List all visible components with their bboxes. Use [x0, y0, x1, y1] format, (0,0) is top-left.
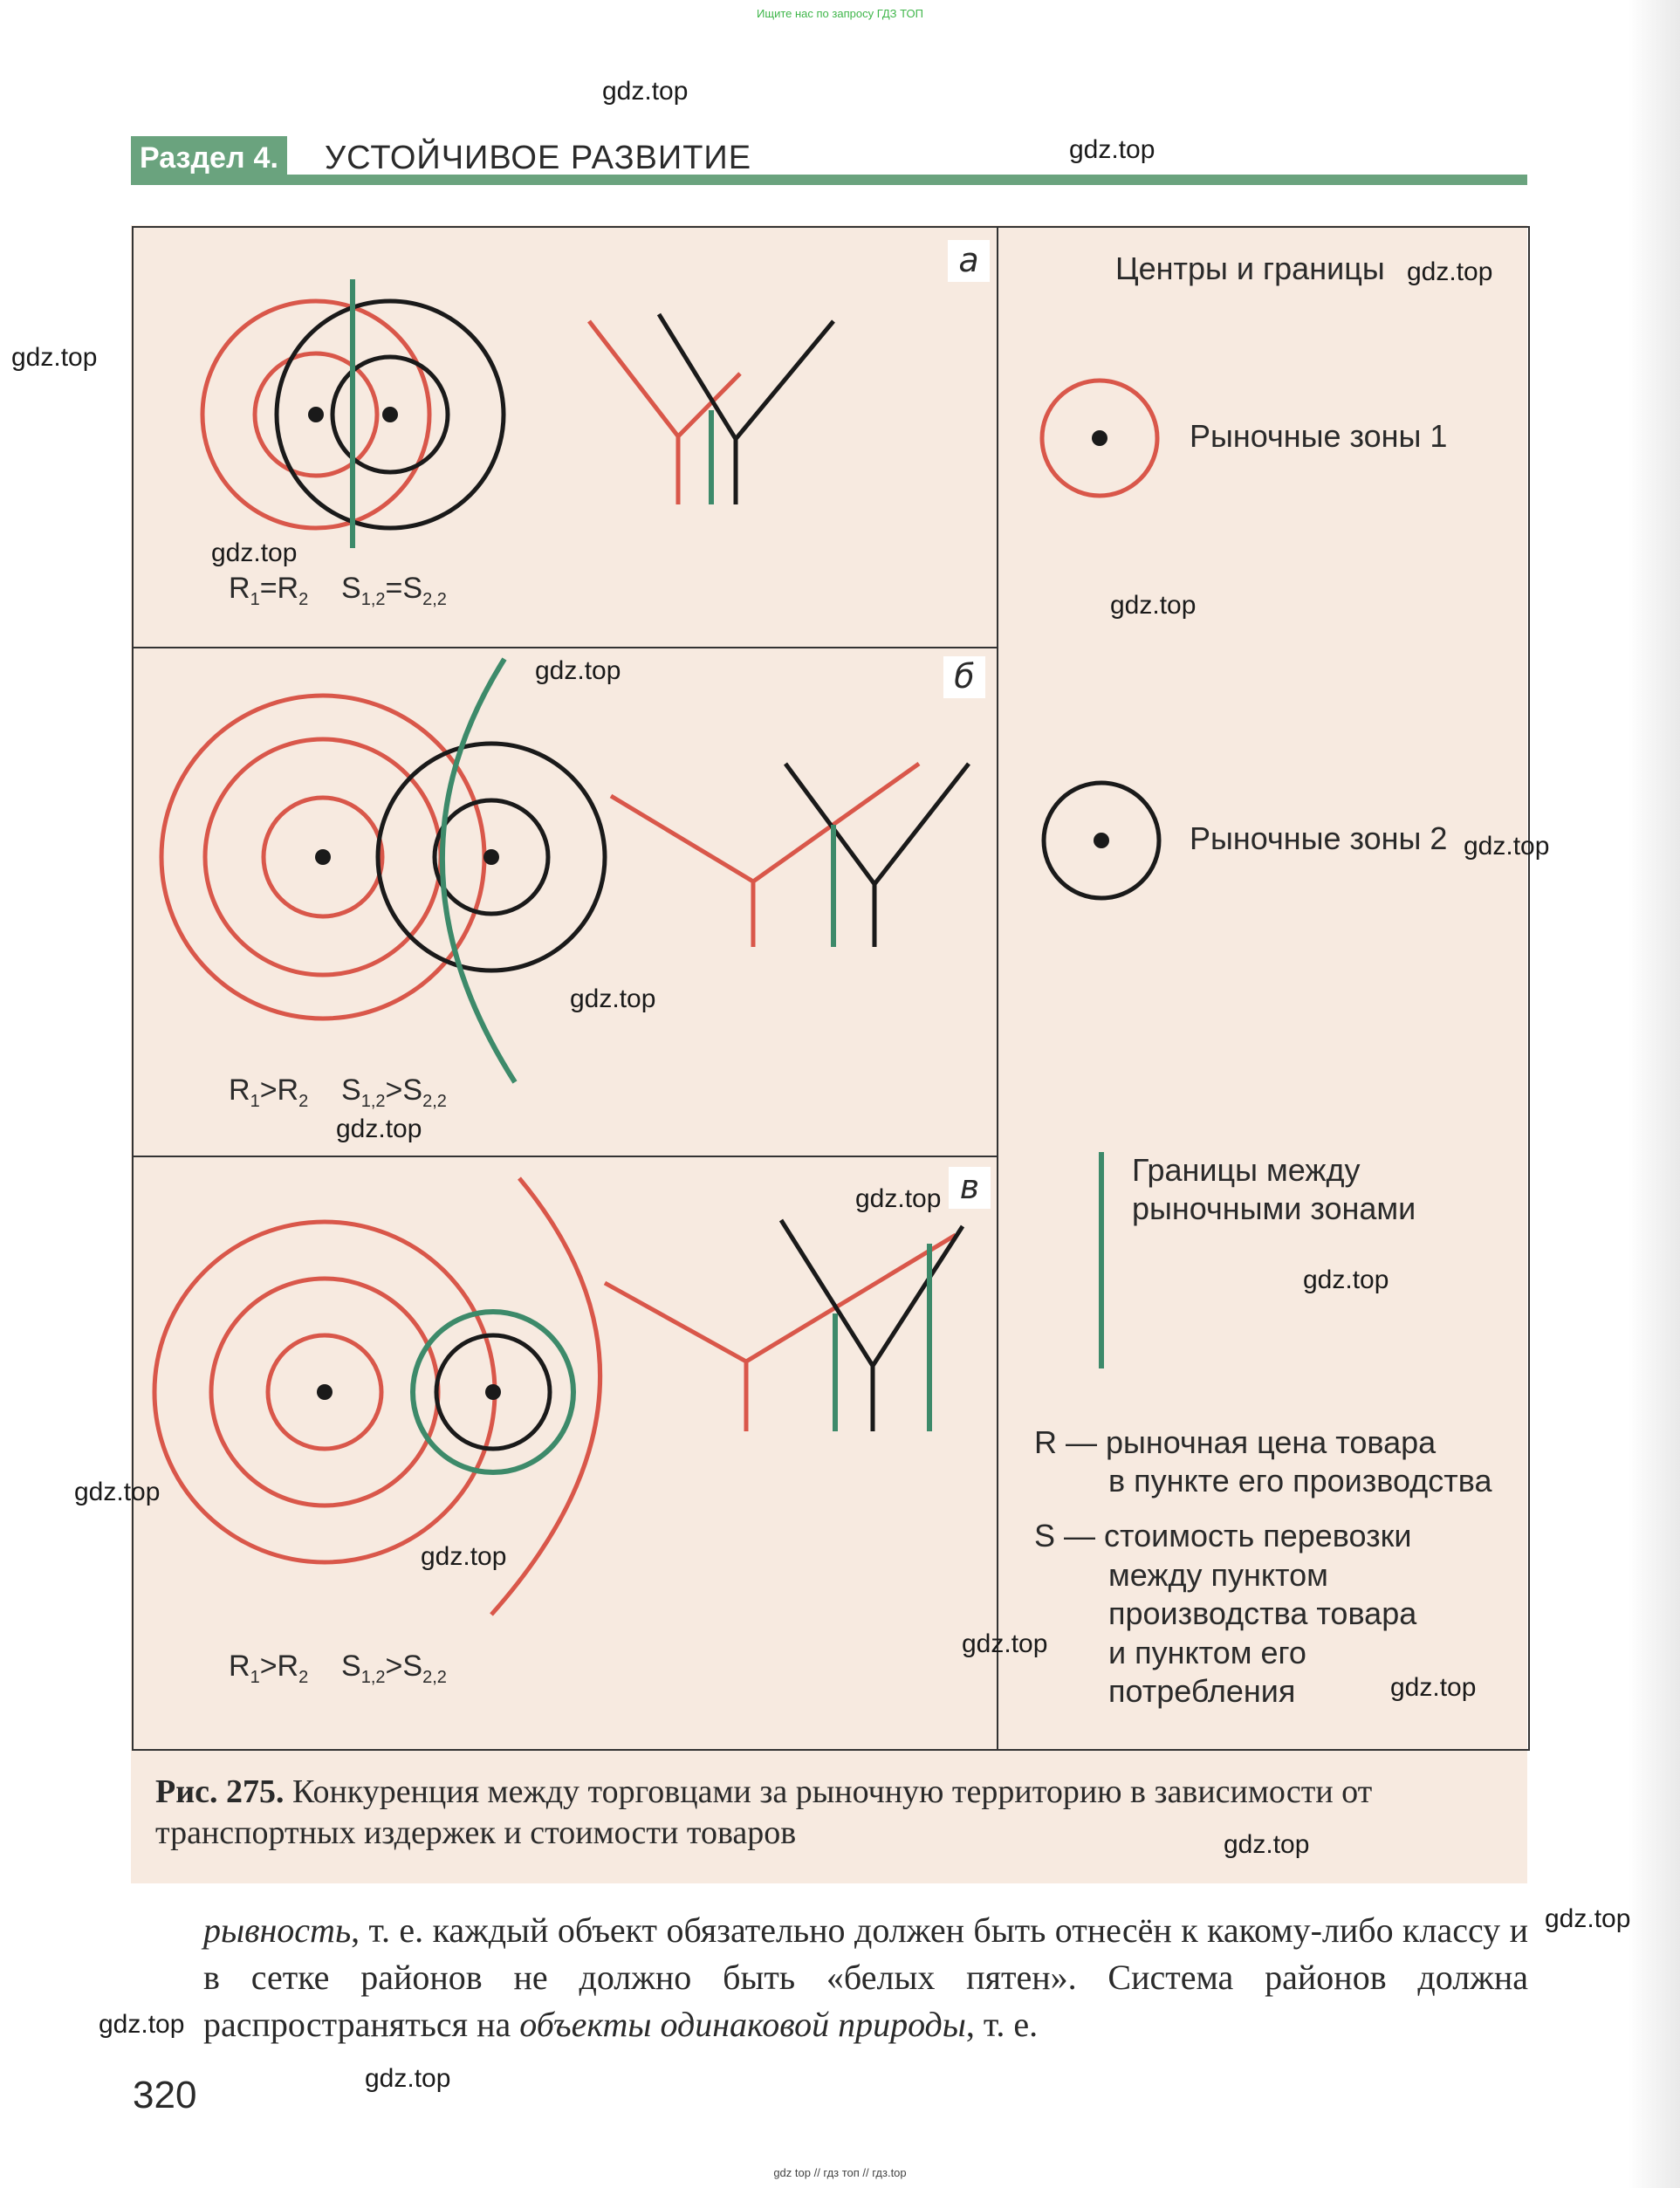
zone2-inner-circle — [330, 354, 450, 475]
legend-borders-line1: Границы между — [1132, 1152, 1361, 1188]
panel-c-formula: R1>R2 S1,2>S2,2 — [229, 1650, 447, 1687]
legend-zone1-dot — [1092, 430, 1107, 446]
panel-b-circles — [159, 657, 607, 1084]
bottom-note: gdz top // гдз топ // гдз.top — [773, 2166, 907, 2179]
panel-c-circles — [152, 1176, 602, 1616]
panel-a-circles — [200, 279, 506, 548]
watermark: gdz.top — [1110, 591, 1197, 620]
zone1-price-cone — [587, 319, 681, 504]
zone2-price-cone — [656, 312, 835, 443]
page-number: 320 — [133, 2074, 197, 2116]
caption-text: Конкуренция между торговцами за рыночную… — [155, 1773, 1373, 1851]
legend-s-line3: производства товара — [1108, 1595, 1417, 1631]
panel-a-letter: а — [948, 240, 990, 282]
panel-a-formula: R1=R2 S1,2=S2,2 — [229, 572, 447, 609]
watermark: gdz.top — [962, 1629, 1048, 1658]
center-1-dot — [315, 849, 331, 865]
watermark: gdz.top — [1545, 1904, 1631, 1933]
zone1-inner-circle — [265, 1333, 384, 1451]
watermark: gdz.top — [602, 77, 689, 106]
watermark: gdz.top — [365, 2064, 451, 2093]
watermark: gdz.top — [1464, 832, 1550, 861]
zone1-inner-circle — [261, 795, 385, 919]
caption-label: Рис. 275. — [155, 1773, 285, 1810]
panel-c-price-lines — [603, 1218, 965, 1431]
zone1-price-cone — [609, 761, 921, 884]
center-1-dot — [308, 407, 324, 422]
legend-zone1-circle — [1039, 378, 1160, 498]
center-2-dot — [382, 407, 398, 422]
legend-s-line5: потребления — [1108, 1673, 1296, 1709]
body-italic-2: объекты одинаковой природы — [519, 2005, 966, 2044]
body-text-2: , т. е. — [965, 2005, 1039, 2044]
section-title: УСТОЙЧИВОЕ РАЗВИТИЕ — [325, 140, 752, 176]
watermark: gdz.top — [1407, 257, 1493, 286]
legend-s-line2: между пунктом — [1108, 1557, 1328, 1593]
watermark: gdz.top — [11, 343, 98, 372]
section-label: Раздел — [140, 141, 245, 175]
center-2-dot — [483, 849, 499, 865]
panel-a-price-lines — [587, 312, 835, 504]
legend-r-line1: R — рыночная цена товара — [1034, 1424, 1437, 1460]
figure-border — [132, 226, 1530, 1751]
watermark: gdz.top — [74, 1478, 161, 1506]
center-2-dot — [485, 1384, 501, 1400]
watermark: gdz.top — [1224, 1830, 1310, 1859]
zone1-far-arc — [490, 1176, 602, 1616]
zone1-price-cone-right — [676, 372, 742, 438]
page-edge-shadow — [1628, 0, 1680, 2188]
legend-zones2-label: Рыночные зоны 2 — [1190, 820, 1448, 856]
legend-s-line4: и пунктом его — [1108, 1635, 1306, 1670]
zone2-price-cone — [778, 1218, 965, 1370]
section-number: 4. — [253, 141, 278, 175]
watermark: gdz.top — [336, 1115, 422, 1143]
watermark: gdz.top — [421, 1542, 507, 1571]
watermark: gdz.top — [211, 538, 298, 567]
watermark: gdz.top — [855, 1184, 942, 1213]
zone2-price-cone — [783, 762, 970, 888]
watermark: gdz.top — [1390, 1673, 1477, 1702]
watermark: gdz.top — [570, 984, 656, 1013]
panel-c-letter: в — [949, 1167, 991, 1209]
center-1-dot — [317, 1384, 333, 1400]
figure-frame — [132, 226, 1530, 1751]
figure-caption: Рис. 275. Конкуренция между торговцами з… — [155, 1772, 1517, 1854]
watermark: gdz.top — [535, 656, 621, 685]
zone2-outer-circle — [375, 741, 607, 973]
top-note: Ищите нас по запросу ГДЗ ТОП — [757, 7, 923, 20]
zone2-inner-circle — [434, 1333, 552, 1451]
body-italic-1: рывность — [203, 1910, 352, 1950]
legend-symbols — [1039, 378, 1162, 1368]
zone1-inner-circle — [252, 351, 380, 478]
figure-background — [131, 225, 1527, 1883]
legend-zones1-label: Рыночные зоны 1 — [1190, 418, 1448, 454]
legend-r-line2: в пункте его производства — [1108, 1463, 1492, 1499]
body-text-1: , т. е. каждый объект обязательно должен… — [203, 1910, 1528, 2044]
panel-b-letter: б — [943, 656, 985, 698]
watermark: gdz.top — [99, 2010, 185, 2039]
zone1-outer-circle — [200, 298, 432, 531]
zone1-price-cone — [603, 1232, 957, 1364]
panel-b-price-lines — [609, 761, 970, 947]
header-rule — [131, 175, 1527, 185]
border-circle — [410, 1309, 576, 1475]
legend-title: Центры и границы — [1115, 250, 1385, 286]
legend-zone2-circle — [1041, 780, 1162, 901]
panel-b-formula: R1>R2 S1,2>S2,2 — [229, 1073, 447, 1111]
legend-borders-line2: рыночными зонами — [1132, 1190, 1416, 1226]
legend-zone2-dot — [1094, 833, 1109, 848]
border-arc — [440, 657, 518, 1084]
legend-s-line1: S — стоимость перевозки — [1034, 1518, 1412, 1554]
watermark: gdz.top — [1069, 135, 1155, 164]
watermark: gdz.top — [1303, 1265, 1389, 1294]
zone2-inner-circle — [432, 798, 551, 916]
body-paragraph: рывность, т. е. каждый объект обязательн… — [203, 1907, 1528, 2048]
zone2-outer-circle — [274, 298, 506, 531]
